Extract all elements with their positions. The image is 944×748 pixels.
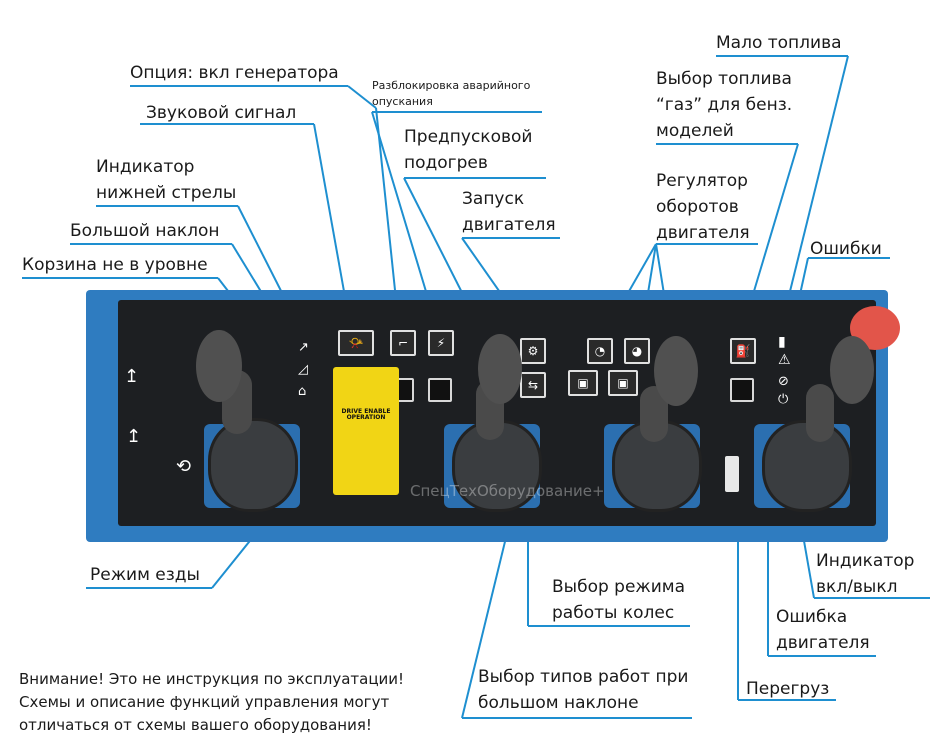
horn-icon[interactable]: 📯 — [338, 330, 374, 356]
label-drive-mode: Режим езды — [90, 565, 200, 585]
joystick-stem-4 — [806, 384, 834, 442]
disclaimer-line-3: отличаться от схемы вашего оборудования! — [19, 716, 372, 734]
joystick-boot-1 — [208, 418, 298, 512]
label-emergency-2: опускания — [372, 95, 433, 108]
disclaimer-line-1: Внимание! Это не инструкция по эксплуата… — [19, 670, 405, 688]
wheel-mode-icon-2[interactable]: ▣ — [608, 370, 638, 396]
rpm-high-icon[interactable]: ◕ — [624, 338, 650, 364]
label-overload: Перегруз — [746, 679, 830, 699]
generator-icon[interactable]: ⌐ — [390, 330, 416, 356]
label-preheat-2: подогрев — [404, 153, 488, 173]
wheel-mode-icon-1[interactable]: ▣ — [568, 370, 598, 396]
label-basket-level: Корзина не в уровне — [22, 255, 208, 275]
label-wheel-mode-1: Выбор режима — [552, 577, 686, 597]
label-tilt-work-2: большом наклоне — [478, 693, 639, 713]
joystick-boot-4 — [762, 420, 852, 512]
label-low-fuel: Мало топлива — [716, 33, 842, 53]
joystick-2[interactable] — [478, 334, 522, 404]
label-generator: Опция: вкл генератора — [130, 63, 339, 83]
tilt-work-icon[interactable]: ⇆ — [520, 372, 546, 398]
engine-error-icon: ⊘ — [778, 374, 789, 389]
boom-icon-2: ↥ — [126, 426, 142, 447]
label-fuel-select-1: Выбор топлива — [656, 69, 792, 89]
button-blank-2[interactable] — [428, 378, 452, 402]
label-rpm-2: оборотов — [656, 197, 739, 217]
start-engine-icon[interactable]: ⚙ — [520, 338, 546, 364]
joystick-4[interactable] — [830, 336, 874, 404]
label-start-1: Запуск — [462, 189, 525, 209]
overload-indicator — [730, 378, 754, 402]
joystick-3[interactable] — [654, 336, 698, 406]
basket-level-icon: ⌂ — [298, 384, 307, 399]
watermark: СпецТехОборудование+ — [410, 482, 605, 500]
low-fuel-icon: ▮ — [778, 334, 786, 350]
warning-icon: ⚠ — [778, 352, 791, 368]
fuel-select-icon[interactable]: ⛽ — [730, 338, 756, 364]
label-errors: Ошибки — [810, 239, 882, 259]
label-onoff-2: вкл/выкл — [816, 577, 898, 597]
disclaimer-line-2: Схемы и описание функций управления могу… — [19, 693, 390, 711]
label-engine-error-2: двигателя — [776, 633, 870, 653]
label-rpm-3: двигателя — [656, 223, 750, 243]
label-fuel-select-3: моделей — [656, 121, 734, 141]
label-wheel-mode-2: работы колес — [552, 603, 675, 623]
label-lower-boom-1: Индикатор — [96, 157, 195, 177]
disclaimer-note: Внимание! Это не инструкция по эксплуата… — [19, 668, 404, 737]
joystick-1[interactable] — [196, 330, 242, 402]
battery-icon[interactable]: ⚡ — [428, 330, 454, 356]
label-fuel-select-2: “газ” для бенз. — [656, 95, 793, 115]
label-preheat-1: Предпусковой — [404, 127, 533, 147]
key-switch-indicator — [725, 456, 739, 492]
label-onoff-1: Индикатор — [816, 551, 915, 571]
sticker-title-1: DRIVE ENABLE — [341, 408, 391, 415]
boom-icon-1: ↥ — [124, 366, 140, 387]
label-lower-boom-2: нижней стрелы — [96, 183, 237, 203]
label-horn: Звуковой сигнал — [146, 103, 297, 123]
sticker-title-2: OPERATION — [346, 414, 386, 421]
drive-enable-sticker: DRIVE ENABLE OPERATION — [333, 367, 399, 495]
label-tilt-work-1: Выбор типов работ при — [478, 667, 689, 687]
label-engine-error-1: Ошибка — [776, 607, 848, 627]
label-rpm-1: Регулятор — [656, 171, 748, 191]
rotate-icon: ⟲ — [176, 456, 192, 477]
label-big-tilt: Большой наклон — [70, 221, 220, 241]
label-start-2: двигателя — [462, 215, 556, 235]
label-emergency-1: Разблокировка аварийного — [372, 79, 531, 92]
tilt-icon: ◿ — [298, 362, 308, 377]
rpm-low-icon[interactable]: ◔ — [587, 338, 613, 364]
lower-boom-icon: ↗ — [298, 340, 309, 355]
power-icon: ⏻ — [778, 392, 789, 407]
